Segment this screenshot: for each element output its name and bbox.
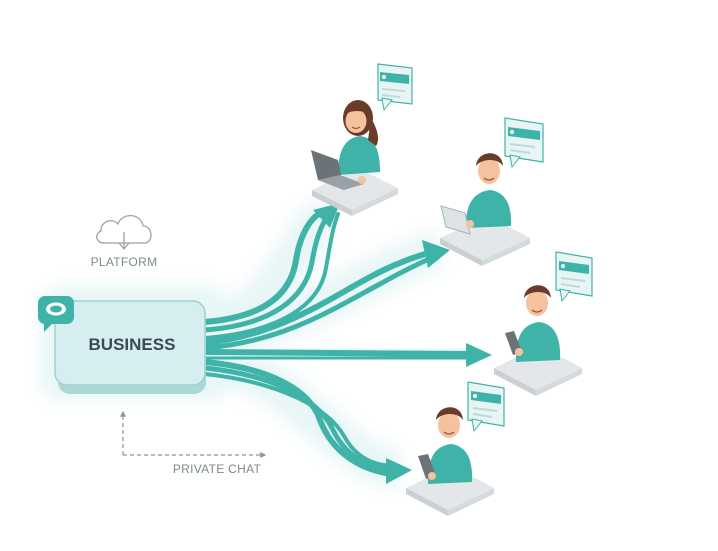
recipient-man-phone (494, 285, 582, 396)
arrowhead-straight (466, 343, 492, 367)
flow-arrowheads (313, 203, 492, 484)
business-label: BUSINESS (89, 335, 176, 354)
arrowhead-bottom (386, 458, 412, 484)
private-chat-label: PRIVATE CHAT (173, 462, 262, 476)
arrowhead-tablet (422, 240, 450, 268)
platform-label: PLATFORM (91, 255, 158, 269)
flow-strand-mid-1 (202, 249, 435, 346)
flow-strand-straight-1 (202, 349, 473, 357)
flow-strand-top-2 (202, 211, 333, 333)
chat-bubble-icon (38, 296, 74, 332)
flow-strand-bottom-1 (202, 359, 395, 477)
flow-strand-mid-2 (202, 253, 439, 351)
flow-strand-top-1 (202, 209, 325, 325)
speech-bubble-icon (467, 381, 505, 433)
recipient-man-tablet (440, 153, 530, 266)
speech-bubble-icon (555, 251, 593, 303)
cloud-download-icon (96, 214, 152, 251)
speech-bubble-icon (377, 63, 413, 112)
recipient-woman-laptop (311, 100, 398, 216)
business-node: BUSINESS (54, 300, 206, 394)
tablet-icon (440, 205, 471, 235)
flow-strand-bottom-3 (203, 372, 398, 468)
private-chat-connector (120, 410, 267, 458)
flow-strand-bottom-2 (202, 365, 397, 473)
flow-strand-top-3 (203, 212, 340, 340)
recipient-man-phone-2 (406, 407, 494, 516)
speech-bubble-icon (504, 117, 544, 169)
flow-strands (202, 209, 473, 477)
arrowhead-top (313, 203, 340, 228)
